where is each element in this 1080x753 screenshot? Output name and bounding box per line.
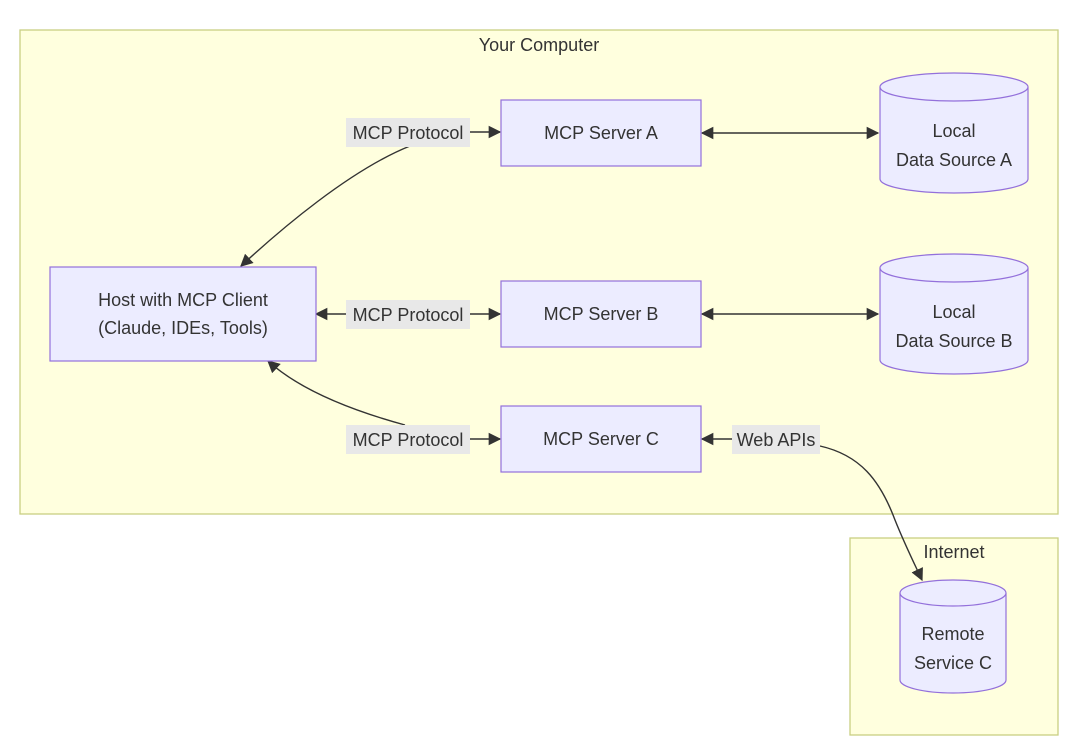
- svg-text:MCP Server C: MCP Server C: [543, 429, 659, 449]
- edge-label-web-apis: Web APIs: [732, 425, 820, 454]
- cluster-title-your-computer: Your Computer: [479, 35, 599, 55]
- edge-web-apis-remote: [819, 445, 923, 582]
- svg-text:Data Source B: Data Source B: [895, 331, 1012, 351]
- node-local-data-source-b: Local Data Source B: [879, 253, 1029, 375]
- cluster-title-internet: Internet: [923, 542, 984, 562]
- node-host-line2: (Claude, IDEs, Tools): [98, 318, 268, 338]
- edge-label-host-server-a: MCP Protocol: [346, 118, 470, 147]
- edge-label-host-server-c: MCP Protocol: [346, 425, 470, 454]
- edge-host-server-c-curve: [267, 360, 406, 426]
- svg-text:MCP Protocol: MCP Protocol: [353, 123, 464, 143]
- svg-text:Remote: Remote: [921, 624, 984, 644]
- svg-text:Local: Local: [932, 121, 975, 141]
- node-local-data-source-a: Local Data Source A: [879, 72, 1029, 194]
- svg-text:Web APIs: Web APIs: [737, 430, 816, 450]
- node-mcp-server-c: MCP Server C: [500, 405, 702, 473]
- node-mcp-server-b: MCP Server B: [500, 280, 702, 348]
- node-host-mcp-client: Host with MCP Client (Claude, IDEs, Tool…: [49, 266, 317, 362]
- svg-text:Data Source A: Data Source A: [896, 150, 1012, 170]
- node-host-line1: Host with MCP Client: [98, 290, 268, 310]
- svg-text:MCP Protocol: MCP Protocol: [353, 430, 464, 450]
- edge-label-host-server-b: MCP Protocol: [346, 300, 470, 329]
- node-remote-service-c: Remote Service C: [899, 579, 1007, 694]
- svg-text:MCP Server B: MCP Server B: [544, 304, 659, 324]
- svg-text:MCP Server A: MCP Server A: [544, 123, 658, 143]
- cluster-internet: Internet: [849, 537, 1059, 736]
- node-mcp-server-a: MCP Server A: [500, 99, 702, 167]
- svg-text:MCP Protocol: MCP Protocol: [353, 305, 464, 325]
- svg-text:Service C: Service C: [914, 653, 992, 673]
- edge-host-server-a-curve: [240, 145, 411, 267]
- svg-text:Local: Local: [932, 302, 975, 322]
